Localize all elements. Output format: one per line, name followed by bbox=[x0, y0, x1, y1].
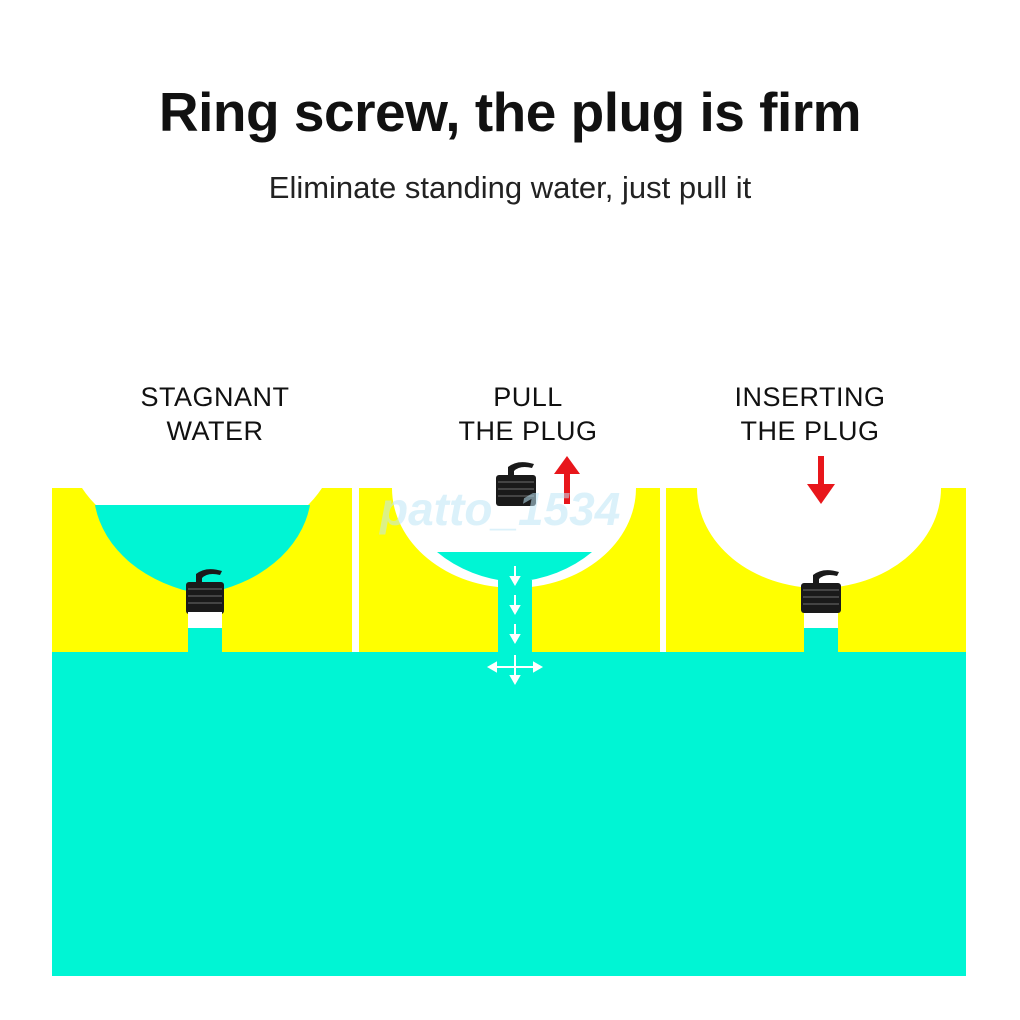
panel-inserting-the-plug bbox=[666, 456, 966, 652]
plug-seat bbox=[188, 612, 222, 630]
water-body bbox=[52, 652, 966, 976]
plug-icon bbox=[801, 570, 841, 613]
hull-section-2 bbox=[359, 488, 660, 652]
plug-icon bbox=[496, 462, 536, 506]
label-inserting-the-plug-line2: THE PLUG bbox=[740, 416, 880, 446]
page-title: Ring screw, the plug is firm bbox=[158, 81, 862, 143]
plug-seat-water bbox=[804, 628, 838, 652]
page-subtitle: Eliminate standing water, just pull it bbox=[268, 170, 752, 205]
plug-seat bbox=[804, 612, 838, 632]
hull-section-3 bbox=[666, 488, 966, 652]
label-inserting-the-plug: INSERTING THE PLUG bbox=[670, 380, 950, 448]
stagnant-water-pool bbox=[95, 505, 310, 594]
plug-icon bbox=[186, 569, 224, 614]
label-stagnant-water-line2: WATER bbox=[166, 416, 264, 446]
label-stagnant-water: STAGNANT WATER bbox=[75, 380, 355, 448]
panel-pull-the-plug bbox=[359, 456, 660, 686]
drain-flow-arrows-icon bbox=[486, 566, 544, 686]
up-arrow-icon bbox=[554, 456, 580, 504]
label-stagnant-water-line1: STAGNANT bbox=[140, 382, 290, 412]
label-inserting-the-plug-line1: INSERTING bbox=[734, 382, 886, 412]
plug-seat-water bbox=[188, 628, 222, 652]
down-arrow-icon bbox=[807, 456, 835, 504]
label-pull-the-plug-line2: THE PLUG bbox=[458, 416, 598, 446]
label-pull-the-plug-line1: PULL bbox=[493, 382, 563, 412]
watermark: patto_1534 bbox=[380, 483, 621, 535]
label-pull-the-plug: PULL THE PLUG bbox=[388, 380, 668, 448]
panel-stagnant-water bbox=[52, 488, 352, 652]
